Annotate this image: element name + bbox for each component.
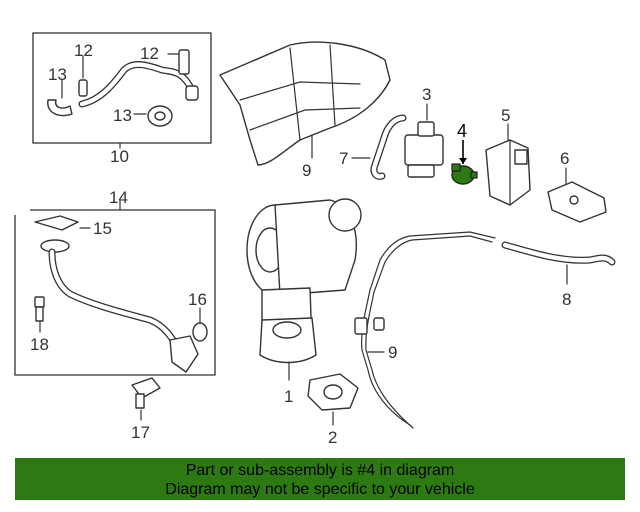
callout-7: 7: [339, 149, 348, 168]
callout-6: 6: [560, 149, 569, 168]
callout-4: 4: [457, 121, 467, 141]
callout-10: 9: [302, 161, 311, 180]
callout-12-left: 12: [74, 41, 93, 60]
gasket-2: [307, 373, 359, 426]
hose-7: [351, 114, 407, 180]
callout-5: 5: [501, 106, 510, 125]
bolt-18: [34, 296, 45, 333]
heat-shield-10: [219, 41, 391, 166]
callout-1: 1: [284, 387, 293, 406]
callout-8: 8: [562, 290, 571, 309]
banner-line-1: Part or sub-assembly is #4 in diagram: [185, 462, 455, 479]
solenoid-3: [404, 103, 444, 178]
callout-18: 18: [30, 335, 49, 354]
callout-13-right: 13: [113, 106, 132, 125]
callout-11: 10: [110, 147, 129, 166]
part-4-highlighted: [451, 140, 478, 185]
callout-13-left: 13: [48, 65, 67, 84]
callout-17: 17: [131, 423, 150, 442]
callout-9: 9: [388, 343, 397, 362]
callout-2: 2: [328, 428, 337, 447]
kit-14: [14, 199, 216, 376]
callout-labels: 12 12 13 13 10 9 7 3 4 5 6 14 15 16 18 1…: [30, 41, 571, 447]
kit-11: [32, 32, 212, 149]
callout-12-right: 12: [140, 44, 159, 63]
bolt-17: [131, 377, 161, 421]
parts-diagram: 12 12 13 13 10 9 7 3 4 5 6 14 15 16 18 1…: [14, 32, 616, 447]
callout-15: 15: [93, 219, 112, 238]
callout-14: 14: [109, 188, 128, 207]
vacuum-line-9: [354, 231, 496, 429]
bracket-6: [547, 167, 607, 223]
callout-16: 16: [188, 290, 207, 309]
callout-3: 3: [422, 85, 431, 104]
module-5: [485, 123, 531, 206]
banner-line-2: Diagram may not be specific to your vehi…: [165, 481, 475, 498]
info-banner: Part or sub-assembly is #4 in diagram Di…: [15, 458, 625, 500]
turbocharger-1: [246, 198, 362, 381]
hose-8: [501, 241, 616, 285]
